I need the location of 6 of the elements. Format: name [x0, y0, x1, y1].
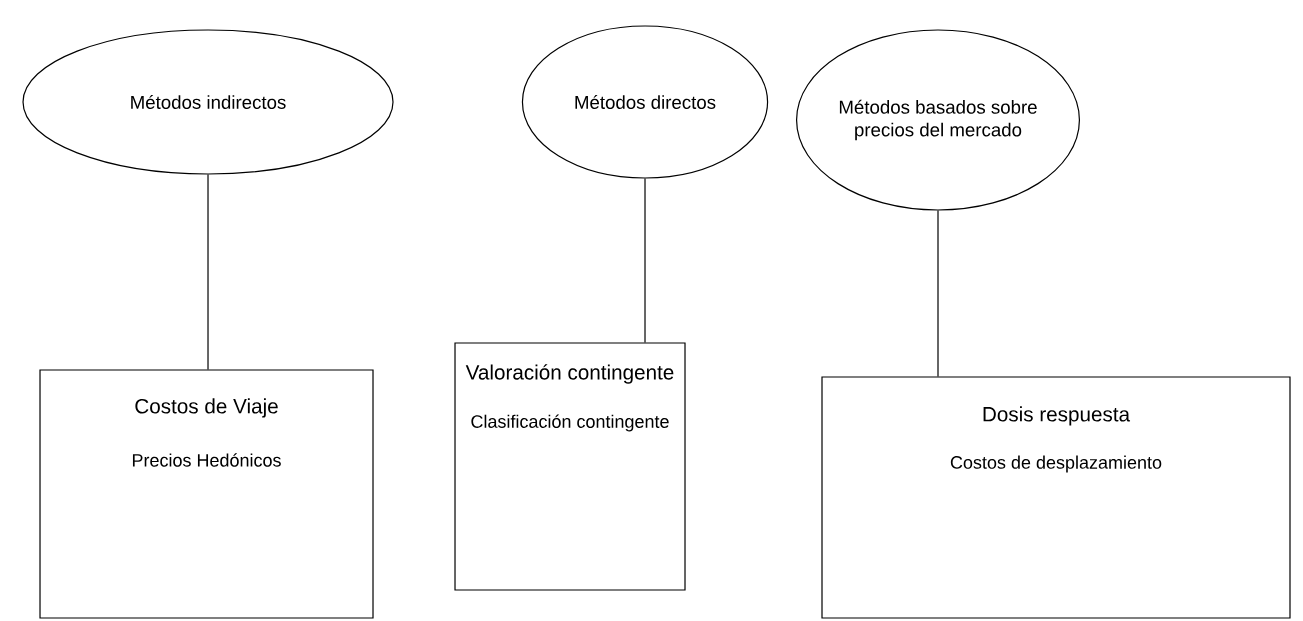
method-box: Dosis respuesta Costos de desplazamiento — [821, 376, 1291, 619]
connector-line — [207, 174, 209, 370]
method-box: Costos de Viaje Precios Hedónicos — [39, 369, 374, 619]
connector-line — [644, 178, 646, 343]
connector-line — [937, 210, 939, 377]
method-box: Valoración contingente Clasificación contingente — [454, 342, 686, 591]
